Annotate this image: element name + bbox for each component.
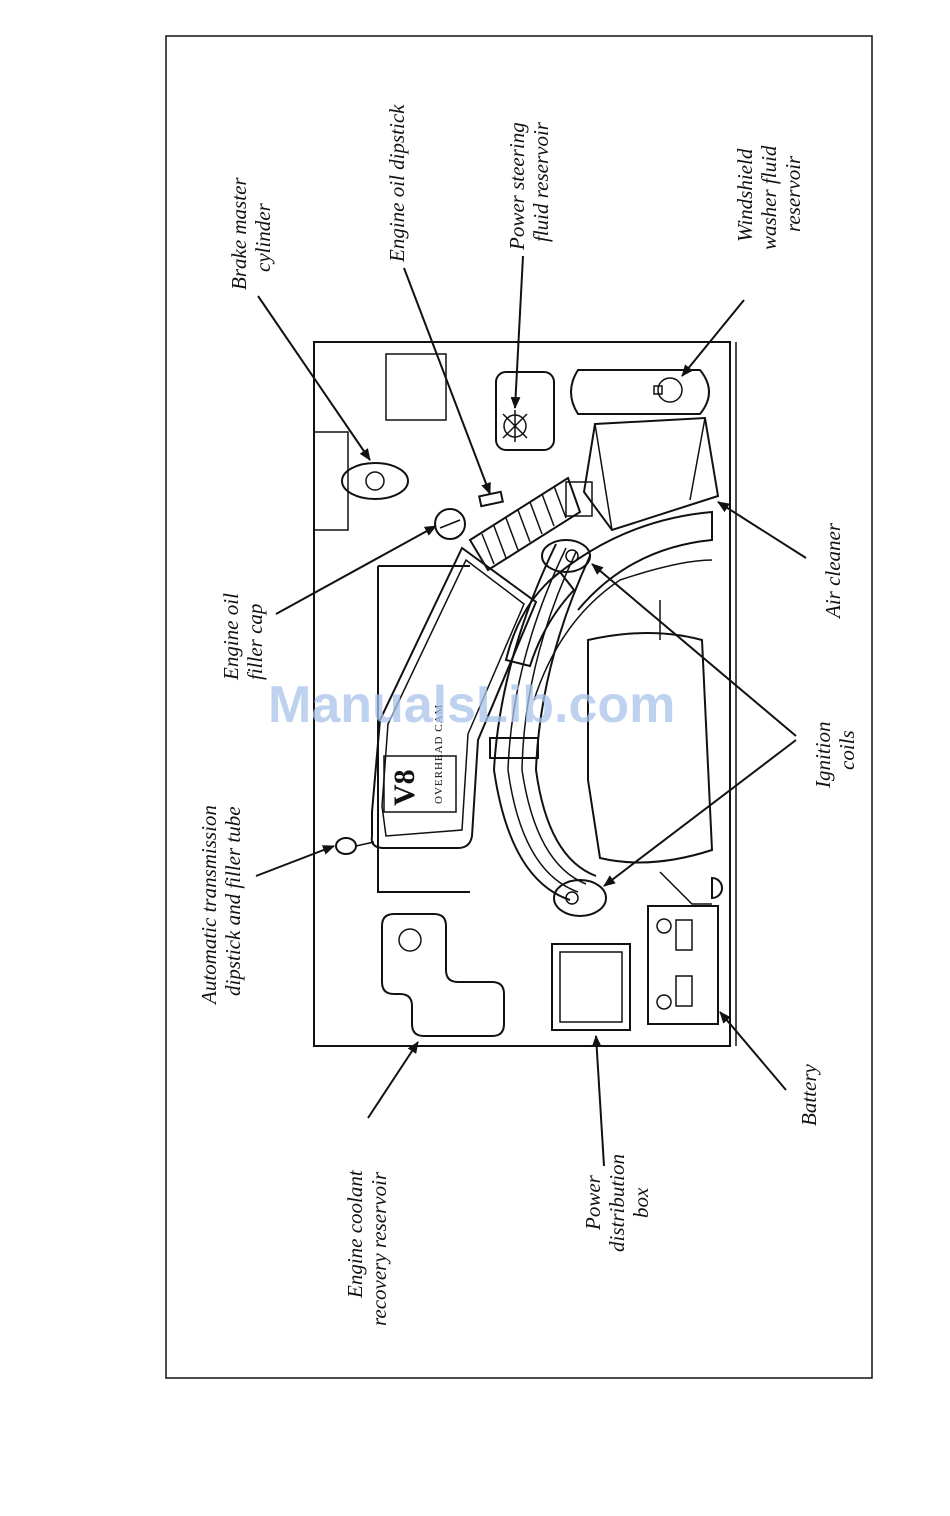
svg-text:recovery reservoir: recovery reservoir (367, 1171, 391, 1326)
label-brake-master: Brake master cylinder (227, 177, 275, 290)
label-coolant: Engine coolant recovery reservoir (343, 1169, 391, 1326)
label-washer: Windshield washer fluid reservoir (733, 145, 805, 250)
svg-text:fluid reservoir: fluid reservoir (529, 121, 553, 242)
label-power-distribution: Power distribution box (581, 1154, 653, 1252)
svg-text:Power steering: Power steering (505, 122, 529, 251)
svg-text:Ignition: Ignition (811, 722, 835, 790)
battery (648, 906, 718, 1024)
label-trans-dipstick: Automatic transmission dipstick and fill… (197, 805, 245, 1006)
label-battery: Battery (797, 1064, 821, 1126)
label-oil-filler: Engine oil filler cap (219, 593, 267, 681)
svg-text:cylinder: cylinder (251, 202, 275, 272)
power-distribution-box (552, 944, 630, 1030)
svg-text:Engine oil dipstick: Engine oil dipstick (385, 104, 409, 263)
svg-text:Battery: Battery (797, 1064, 821, 1126)
label-ignition-coils: Ignition coils (811, 722, 859, 790)
svg-text:box: box (629, 1187, 653, 1218)
coolant-reservoir (382, 914, 504, 1036)
svg-text:Engine oil: Engine oil (219, 593, 243, 681)
upper-box (386, 354, 446, 420)
label-oil-dipstick: Engine oil dipstick (385, 104, 409, 263)
v8-badge: V8 (388, 769, 421, 806)
svg-text:Automatic transmission: Automatic transmission (197, 805, 221, 1006)
svg-text:Brake master: Brake master (227, 177, 251, 290)
oil-filler-cap (435, 509, 465, 539)
svg-text:washer fluid: washer fluid (757, 145, 781, 250)
trans-dipstick-loop (336, 838, 374, 854)
svg-text:distribution: distribution (605, 1154, 629, 1252)
washer-fluid-reservoir (571, 370, 709, 414)
svg-text:Windshield: Windshield (733, 148, 757, 242)
svg-text:Power: Power (581, 1174, 605, 1231)
svg-text:filler cap: filler cap (243, 604, 267, 680)
svg-text:coils: coils (835, 730, 859, 770)
svg-text:Air cleaner: Air cleaner (821, 522, 845, 620)
label-air-cleaner: Air cleaner (821, 522, 845, 620)
power-steering-reservoir (496, 372, 554, 450)
svg-text:Engine coolant: Engine coolant (343, 1169, 367, 1299)
label-power-steering: Power steering fluid reservoir (505, 121, 553, 251)
svg-text:reservoir: reservoir (781, 155, 805, 232)
intake-tube (470, 478, 580, 570)
svg-text:dipstick and filler tube: dipstick and filler tube (221, 806, 245, 996)
oil-dipstick-handle (479, 492, 503, 506)
watermark: ManualsLib.com (268, 676, 675, 734)
brake-master-cylinder (342, 463, 408, 499)
